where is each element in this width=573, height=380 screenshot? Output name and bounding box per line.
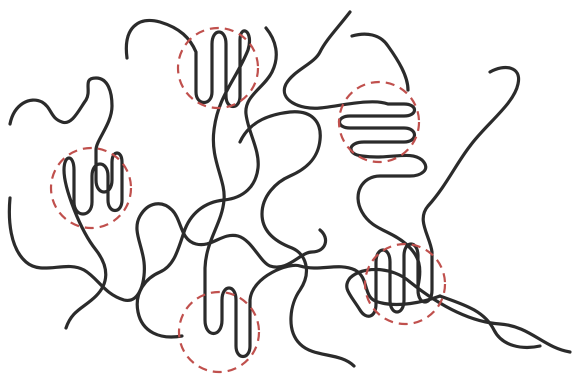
polymer-chain-1 bbox=[126, 21, 440, 357]
crystalline-region-right-upper bbox=[339, 82, 419, 162]
polymer-chain-9 bbox=[352, 34, 408, 90]
polymer-chain-8 bbox=[440, 296, 540, 347]
polymer-chain-5 bbox=[9, 198, 325, 300]
polymer-chains bbox=[9, 12, 570, 366]
polymer-chain-4 bbox=[347, 68, 570, 352]
polymer-chain-7 bbox=[137, 28, 276, 337]
crystalline-region-top bbox=[178, 28, 258, 108]
crystalline-regions bbox=[51, 28, 445, 372]
